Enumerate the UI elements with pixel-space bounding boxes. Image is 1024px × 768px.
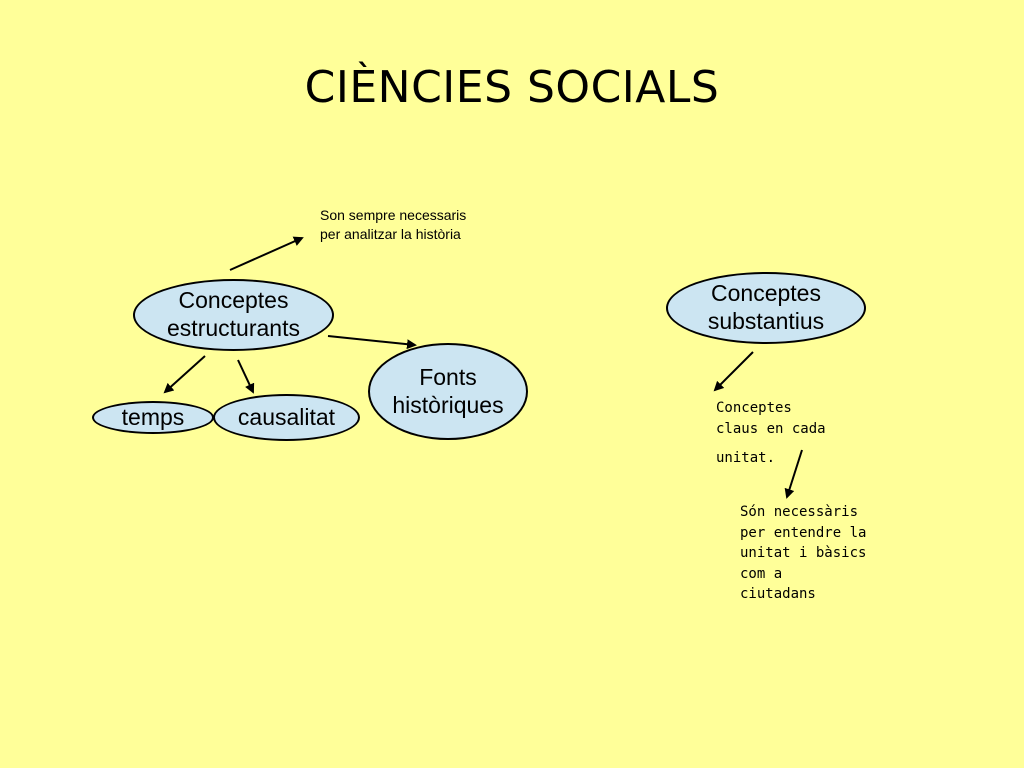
node-causalitat-label: causalitat (237, 403, 336, 430)
necessaris-note-line-3: unitat i bàsics (740, 545, 867, 562)
estructurants-note-line-2: per analitzar la història (320, 225, 461, 242)
substantius-note: Conceptes claus en cada unitat. (716, 398, 826, 469)
node-temps: temps (92, 401, 214, 434)
node-causalitat: causalitat (213, 394, 360, 441)
node-conceptes-substantius: Conceptes substantius (666, 272, 866, 344)
substantius-note-line-3: unitat. (716, 450, 776, 466)
node-conceptes-estructurants-line-2: estructurants (167, 315, 300, 341)
arrow-to-substantius-note (713, 351, 754, 392)
necessaris-note-line-1: Són necessàris (740, 504, 859, 520)
arrow-to-temps (163, 355, 206, 394)
slide-title: CIÈNCIES SOCIALS (304, 62, 720, 113)
node-fonts-historiques-line-1: Fonts (419, 363, 477, 390)
arrow-to-estructurants-note (229, 236, 304, 271)
node-conceptes-estructurants-line-1: Conceptes (178, 287, 289, 314)
necessaris-note-line-2: per entendre la (740, 524, 867, 541)
necessaris-note-line-4: com a (740, 565, 783, 582)
arrow-to-necessaris-note (784, 449, 803, 499)
substantius-note-line-1: Conceptes (716, 400, 792, 416)
arrow-to-fonts (327, 335, 417, 350)
node-conceptes-substantius-line-2: substantius (707, 308, 825, 334)
necessaris-note-line-5: ciutadans (740, 586, 816, 603)
node-conceptes-substantius-line-1: Conceptes (711, 280, 821, 307)
necessaris-note: Són necessàris per entendre la unitat i … (740, 502, 866, 605)
arrow-to-causalitat (237, 359, 255, 394)
estructurants-note: Son sempre necessaris per analitzar la h… (320, 206, 466, 244)
node-temps-label: temps (121, 403, 185, 430)
node-conceptes-estructurants: Conceptes estructurants (133, 279, 334, 351)
substantius-note-line-2: claus en cada (716, 421, 826, 437)
node-fonts-historiques-line-2: històriques (392, 391, 504, 418)
estructurants-note-line-1: Son sempre necessaris (320, 207, 467, 223)
node-fonts-historiques: Fonts històriques (368, 343, 528, 440)
